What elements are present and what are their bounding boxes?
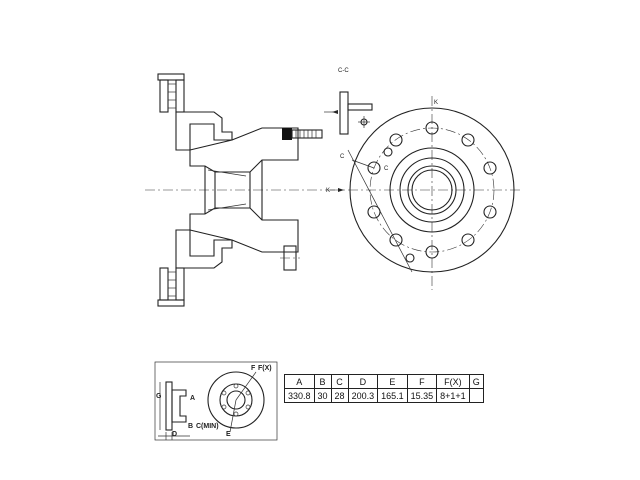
- lower-hat-wall: [175, 229, 233, 269]
- hub-bore-outer: [407, 165, 457, 215]
- section-line-c: [347, 149, 413, 273]
- lower-disc-outer: [159, 267, 169, 301]
- table-header-cell: C: [330, 374, 349, 389]
- hub-lower: [189, 207, 299, 253]
- table-value-cell: 28: [330, 388, 349, 403]
- upper-hat-wall: [175, 111, 233, 151]
- key-label-e: E: [226, 431, 231, 438]
- key-border: [154, 361, 278, 441]
- hub-ring-middle: [399, 157, 465, 223]
- table-header-cell: D: [347, 374, 379, 389]
- key-label-b: B: [188, 423, 193, 430]
- table-header-cell: G: [468, 374, 484, 389]
- section-cc-label: C-C: [338, 68, 349, 74]
- bolt-hole: [425, 121, 439, 135]
- table-value-cell: 330.8: [284, 388, 315, 403]
- key-bolt-hole: [245, 390, 251, 396]
- table-header-cell: E: [377, 374, 408, 389]
- key-bolt-hole: [221, 404, 227, 410]
- hub-bore-inner: [411, 169, 453, 211]
- key-label-fx: F(X): [258, 365, 272, 372]
- bolt-hole: [367, 161, 381, 175]
- bolt-hole: [461, 133, 475, 147]
- small-hole: [383, 147, 393, 157]
- stud-shaft-upper: [291, 129, 323, 139]
- key-bolt-hole: [245, 404, 251, 410]
- marker-k-top: K: [434, 100, 438, 106]
- upper-disc-inner: [175, 79, 185, 113]
- table-value-cell: [468, 388, 484, 403]
- k-arrow: [338, 188, 344, 192]
- table-header-row: A B C D E F F(X) G: [284, 374, 484, 389]
- stud-head-upper: [282, 128, 292, 140]
- table-value-cell: 15.35: [406, 388, 438, 403]
- bolt-hole: [389, 133, 403, 147]
- key-label-a: A: [190, 395, 195, 402]
- table-header-cell: B: [313, 374, 332, 389]
- cc-plate: [339, 91, 349, 135]
- table-value-cell: 8+1+1: [436, 388, 470, 403]
- key-bolt-hole: [233, 411, 239, 417]
- spec-table: A B C D E F F(X) G 330.8 30 28 200.3 165…: [284, 374, 484, 403]
- upper-flange-top: [157, 73, 185, 81]
- lower-flange-bottom: [157, 299, 185, 307]
- cross-section-view: [145, 73, 340, 307]
- table-header-cell: A: [284, 374, 315, 389]
- bolt-circle: [369, 127, 495, 253]
- dimension-key-drawing: G A B C(MIN) D E F F(X): [154, 361, 278, 441]
- upper-disc-outer: [159, 79, 169, 113]
- small-hole: [405, 253, 415, 263]
- key-bolt-hole: [221, 390, 227, 396]
- key-hat: [171, 389, 187, 423]
- hub-upper: [189, 127, 299, 173]
- hub-ring-outer: [389, 147, 475, 233]
- lower-disc-inner: [175, 267, 185, 301]
- table-value-cell: 165.1: [377, 388, 408, 403]
- key-label-f: F: [251, 365, 256, 372]
- table-value-cell: 30: [313, 388, 332, 403]
- cc-pin: [347, 103, 373, 111]
- bolt-holes: [367, 121, 497, 263]
- marker-c-left: C: [340, 154, 345, 160]
- bolt-hole: [483, 205, 497, 219]
- table-row: 330.8 30 28 200.3 165.1 15.35 8+1+1: [284, 388, 484, 403]
- front-view: K K C C: [326, 96, 520, 290]
- key-bolt-hole: [233, 383, 239, 389]
- key-label-g: G: [156, 393, 162, 400]
- bolt-hole: [367, 205, 381, 219]
- key-disc: [165, 381, 173, 431]
- key-label-d: D: [172, 431, 177, 438]
- table-value-cell: 200.3: [347, 388, 379, 403]
- bolt-hole: [425, 245, 439, 259]
- section-cc-detail: C-C: [324, 68, 373, 135]
- table-header-cell: F: [406, 374, 438, 389]
- key-front-outer: [207, 371, 265, 429]
- outer-flange-circle: [349, 107, 515, 273]
- bolt-hole: [389, 233, 403, 247]
- marker-k-left: K: [326, 188, 330, 194]
- key-front-bore: [226, 390, 246, 410]
- bolt-hole: [483, 161, 497, 175]
- marker-c-right: C: [384, 166, 389, 172]
- bolt-hole: [461, 233, 475, 247]
- key-label-c-min: C(MIN): [196, 423, 219, 430]
- table-header-cell: F(X): [436, 374, 470, 389]
